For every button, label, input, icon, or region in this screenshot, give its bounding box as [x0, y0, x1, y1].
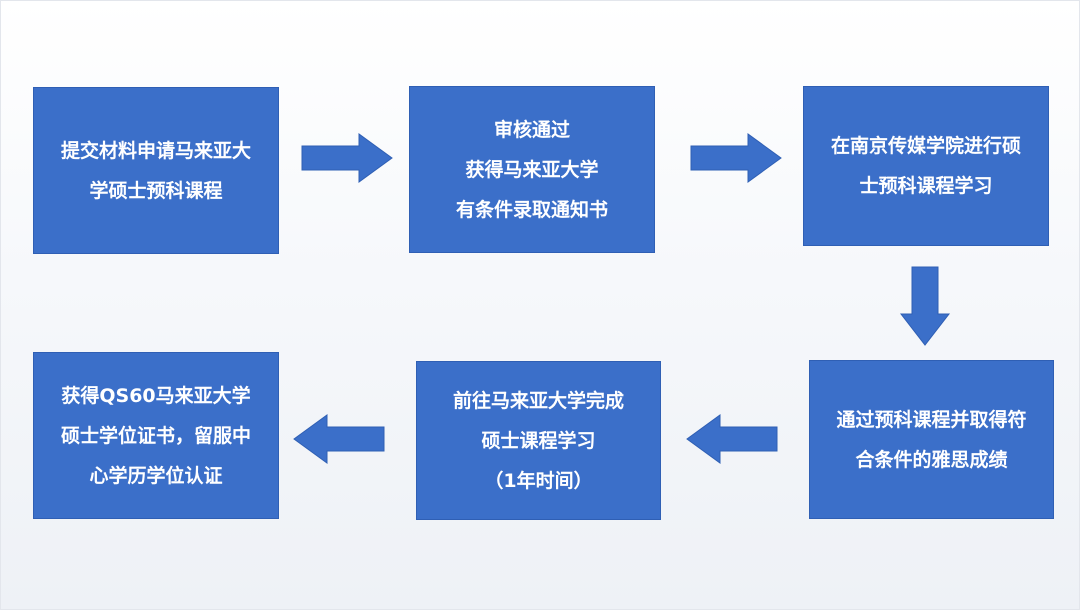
step-1-line-2: 学硕士预科课程 — [89, 179, 223, 202]
arrow-down-icon — [899, 266, 951, 346]
step-5-line-2: 硕士课程学习 — [481, 429, 596, 452]
step-box-2: 审核通过 获得马来亚大学 有条件录取通知书 — [409, 86, 655, 253]
step-6-line-1: 获得QS60马来亚大学 — [61, 384, 251, 407]
step-6-line-2: 硕士学位证书，留服中 — [60, 424, 251, 447]
step-box-1: 提交材料申请马来亚大 学硕士预科课程 — [33, 87, 279, 254]
arrow-right-1-icon — [301, 133, 393, 183]
step-4-line-2: 合条件的雅思成绩 — [855, 448, 1008, 471]
arrow-left-1-icon — [686, 414, 778, 464]
arrow-left-2-icon — [293, 414, 385, 464]
step-box-3: 在南京传媒学院进行硕 士预科课程学习 — [803, 86, 1049, 246]
step-box-5: 前往马来亚大学完成 硕士课程学习 （1年时间） — [416, 361, 661, 520]
step-5-line-3: （1年时间） — [484, 469, 593, 492]
step-3-line-1: 在南京传媒学院进行硕 — [830, 135, 1021, 157]
step-3-line-2: 士预科课程学习 — [859, 175, 993, 197]
step-box-6: 获得QS60马来亚大学 硕士学位证书，留服中 心学历学位认证 — [33, 352, 279, 519]
step-2-line-2: 获得马来亚大学 — [465, 158, 599, 181]
step-6-line-3: 心学历学位认证 — [89, 464, 223, 487]
step-5-line-1: 前往马来亚大学完成 — [452, 389, 624, 412]
step-2-line-1: 审核通过 — [493, 118, 570, 141]
step-4-line-1: 通过预科课程并取得符 — [836, 408, 1027, 431]
step-box-4: 通过预科课程并取得符 合条件的雅思成绩 — [809, 360, 1054, 519]
arrow-right-2-icon — [690, 133, 782, 183]
step-2-line-3: 有条件录取通知书 — [455, 198, 608, 221]
step-1-line-1: 提交材料申请马来亚大 — [60, 139, 251, 162]
